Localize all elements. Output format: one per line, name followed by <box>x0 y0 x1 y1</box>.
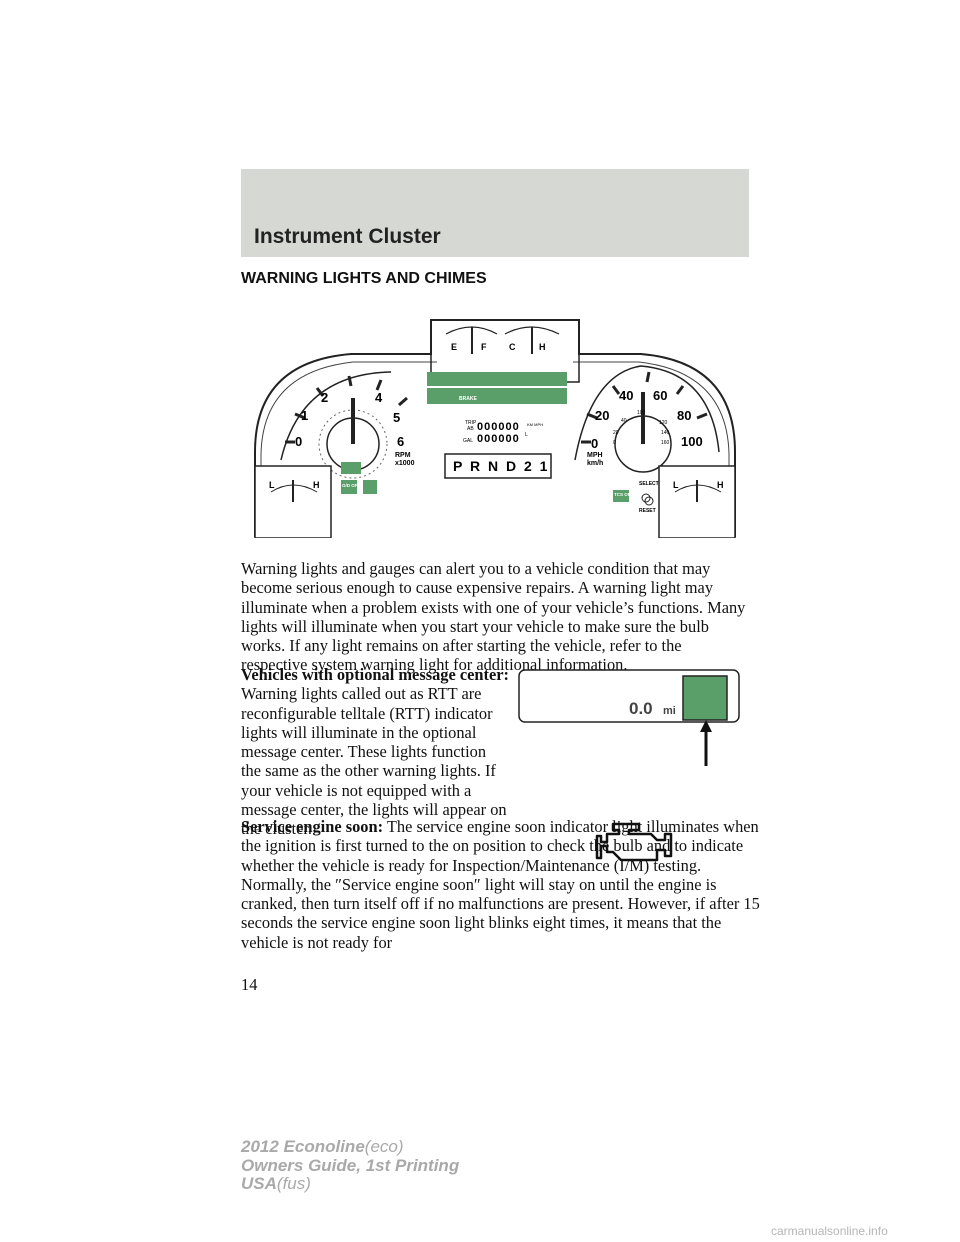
section-title: Instrument Cluster <box>254 225 441 248</box>
tcs-off-telltale: TCS OFF <box>614 492 633 497</box>
kmh-number: 140 <box>661 430 670 436</box>
intro-paragraph: Warning lights and gauges can alert you … <box>241 559 746 675</box>
footer-model-code: (eco) <box>364 1137 404 1156</box>
brake-telltale: BRAKE <box>459 396 477 402</box>
tach-number: 4 <box>375 390 383 405</box>
service-engine-text: The service engine soon indicator light … <box>241 817 760 952</box>
speed-number: 80 <box>677 408 691 423</box>
kmh-number: 20 <box>613 430 619 436</box>
speed-unit-mph: MPH <box>587 452 603 459</box>
odometer-units: KM MPH <box>527 422 543 427</box>
service-engine-lead: Service engine soon: <box>241 817 384 836</box>
speedometer: 0 20 40 60 80 100 40 100 120 140 160 20 … <box>574 365 720 514</box>
tach-number: 1 <box>301 408 308 423</box>
speed-number: 100 <box>681 434 703 449</box>
right-small-gauge: L H <box>658 465 736 538</box>
od-off-telltale: O/D OFF <box>342 483 360 488</box>
speed-number: 0 <box>591 436 598 451</box>
fuel-unit: L <box>525 432 528 438</box>
fuel-label: GAL <box>463 438 473 444</box>
check-engine-icon <box>595 822 673 862</box>
footer-guide: Owners Guide, 1st Printing <box>241 1155 460 1175</box>
message-center-value: 0.0 <box>629 699 653 718</box>
tach-number: 6 <box>397 434 404 449</box>
left-gauge-low-label: L <box>269 480 275 490</box>
kmh-number: 40 <box>621 418 627 424</box>
tachometer: 0 1 2 4 5 6 RPM x1000 <box>280 371 415 479</box>
tach-number: 2 <box>321 390 328 405</box>
right-gauge-low-label: L <box>673 480 679 490</box>
tach-multiplier: x1000 <box>395 460 415 467</box>
odometer-display: TRIP AB 000000 KM MPH GAL 000000 L P R N… <box>444 420 552 479</box>
message-center-figure: 0.0 mi <box>518 669 740 766</box>
trip-label: TRIP <box>465 420 477 426</box>
temp-hot-label: H <box>539 342 546 352</box>
message-center-unit: mi <box>663 705 676 717</box>
document-footer: 2012 Econoline(eco) Owners Guide, 1st Pr… <box>241 1137 460 1194</box>
tach-number: 0 <box>295 434 302 449</box>
instrument-cluster-illustration: E F C H 0 1 2 4 5 6 RPM x1000 L H O/D OF… <box>254 319 736 538</box>
page-heading: WARNING LIGHTS AND CHIMES <box>241 270 487 287</box>
speed-number: 20 <box>595 408 609 423</box>
footer-market-code: (fus) <box>276 1174 311 1193</box>
kmh-number: 160 <box>661 440 670 446</box>
fuel-full-label: F <box>481 342 487 352</box>
footer-market: USA <box>241 1174 277 1193</box>
telltale-strip: BRAKE <box>427 372 567 404</box>
message-center-paragraph: Vehicles with optional message center: W… <box>241 665 801 839</box>
prnd-indicator: P R N D 2 1 <box>453 458 549 474</box>
fuel-digits: 000000 <box>477 433 520 445</box>
left-gauge-high-label: H <box>313 480 320 490</box>
message-center-text: Warning lights called out as RTT are rec… <box>241 684 507 839</box>
message-center-lead: Vehicles with optional message center: <box>241 665 509 684</box>
kmh-number: 100 <box>637 410 646 416</box>
kmh-number: 0 <box>613 440 616 446</box>
right-gauge-high-label: H <box>717 480 724 490</box>
page-number: 14 <box>241 975 258 994</box>
trip-ab-label: AB <box>467 426 474 432</box>
left-small-gauge: L H O/D OFF <box>254 462 377 538</box>
select-label: SELECT <box>639 481 659 487</box>
speed-unit-kmh: km/h <box>587 460 603 467</box>
fuel-empty-label: E <box>451 342 457 352</box>
watermark: carmanualsonline.info <box>771 1224 888 1238</box>
kmh-number: 120 <box>659 420 668 426</box>
footer-model: 2012 Econoline <box>241 1137 365 1156</box>
section-header-band <box>241 169 749 257</box>
odometer-digits: 000000 <box>477 421 520 433</box>
speed-number: 40 <box>619 388 633 403</box>
tach-unit: RPM <box>395 452 411 459</box>
tach-number: 5 <box>393 410 400 425</box>
speed-number: 60 <box>653 388 667 403</box>
reset-label: RESET <box>639 508 656 514</box>
temp-cold-label: C <box>509 342 516 352</box>
service-engine-paragraph: Service engine soon: The service engine … <box>241 817 761 952</box>
